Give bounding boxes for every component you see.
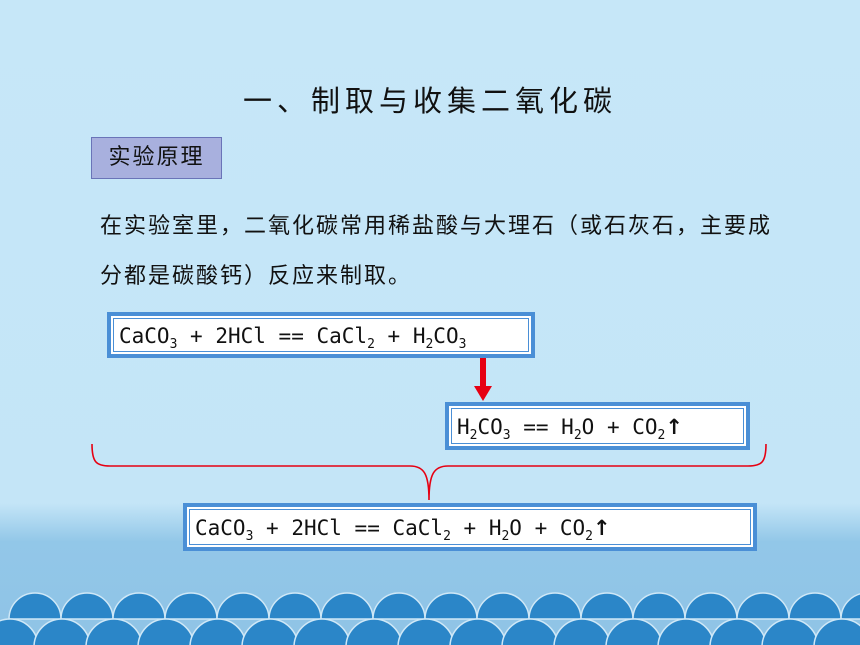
eq1-subscript: 2 xyxy=(425,337,434,352)
eq1-subscript: 2 xyxy=(367,337,375,352)
wave-arch xyxy=(684,592,738,620)
wave-arch xyxy=(397,618,455,645)
wave-arch xyxy=(60,592,114,620)
wave-arch xyxy=(164,592,218,620)
equation-box-combined: CaCO3 + 2HCl == CaCl2 + H2O + CO2↑ xyxy=(183,503,757,551)
wave-arch xyxy=(709,618,767,645)
eq1-part: CO xyxy=(433,324,459,348)
eq3-subscript: 3 xyxy=(245,529,254,544)
gas-arrow-icon: ↑ xyxy=(665,415,683,439)
eq2-subscript: 3 xyxy=(502,428,511,443)
slide-title: 一、制取与收集二氧化碳 xyxy=(242,84,617,118)
eq2-part: H xyxy=(457,415,470,439)
eq1-subscript: 3 xyxy=(458,337,467,352)
eq2-subscript: 2 xyxy=(657,428,666,443)
wave-arch xyxy=(372,592,426,620)
wave-arch xyxy=(189,618,247,645)
eq2-subscript: 2 xyxy=(573,428,582,443)
eq1-part: CaCO xyxy=(119,324,170,348)
wave-arch xyxy=(761,618,819,645)
wave-arch xyxy=(8,592,62,620)
eq1-part: + 2HCl == CaCl xyxy=(177,324,368,348)
eq2-subscript: 2 xyxy=(469,428,478,443)
wave-arch xyxy=(33,618,91,645)
wave-arch xyxy=(528,592,582,620)
wave-arch xyxy=(345,618,403,645)
eq3-part: + H xyxy=(450,516,502,540)
wave-arch xyxy=(605,618,663,645)
eq3-part: + 2HCl == CaCl xyxy=(253,516,444,540)
wave-arch xyxy=(657,618,715,645)
wave-arch xyxy=(736,592,790,620)
wave-arch xyxy=(320,592,374,620)
eq2-part: == H xyxy=(510,415,574,439)
wave-arch xyxy=(476,592,530,620)
eq3-subscript: 2 xyxy=(585,529,593,544)
section-tag: 实验原理 xyxy=(91,137,222,179)
equation-box-2: H2CO3 == H2O + CO2↑ xyxy=(445,402,750,450)
eq3-part: O + CO xyxy=(509,516,586,540)
wave-arch xyxy=(553,618,611,645)
wave-arch xyxy=(85,618,143,645)
down-arrow-icon xyxy=(474,358,492,401)
wave-arch xyxy=(112,592,166,620)
wave-arch xyxy=(0,618,39,645)
wave-arch xyxy=(840,593,860,620)
wave-arch xyxy=(268,592,322,620)
wave-arch xyxy=(788,592,842,620)
wave-arch xyxy=(137,618,195,645)
wave-arch xyxy=(449,618,507,645)
eq1-part: + H xyxy=(374,324,426,348)
wave-arch xyxy=(580,592,634,620)
principle-paragraph: 在实验室里，二氧化碳常用稀盐酸与大理石（或石灰石，主要成分都是碳酸钙）反应来制取… xyxy=(100,214,773,289)
wave-arch xyxy=(813,618,860,645)
gas-arrow-icon: ↑ xyxy=(592,516,611,540)
equation-box-1: CaCO3 + 2HCl == CaCl2 + H2CO3 xyxy=(107,312,535,358)
eq3-subscript: 2 xyxy=(443,529,451,544)
wave-arch xyxy=(216,592,270,620)
wave-arch xyxy=(501,618,559,645)
eq3-part: CaCO xyxy=(195,516,246,540)
eq2-part: O + CO xyxy=(581,415,658,439)
wave-arch xyxy=(241,618,299,645)
combining-brace xyxy=(91,444,767,501)
wave-arch xyxy=(293,618,351,645)
eq3-subscript: 2 xyxy=(501,529,510,544)
eq2-part: CO xyxy=(477,415,503,439)
wave-arch xyxy=(632,592,686,620)
wave-arch xyxy=(424,592,478,620)
wave-decoration xyxy=(0,592,860,645)
eq1-subscript: 3 xyxy=(169,337,178,352)
